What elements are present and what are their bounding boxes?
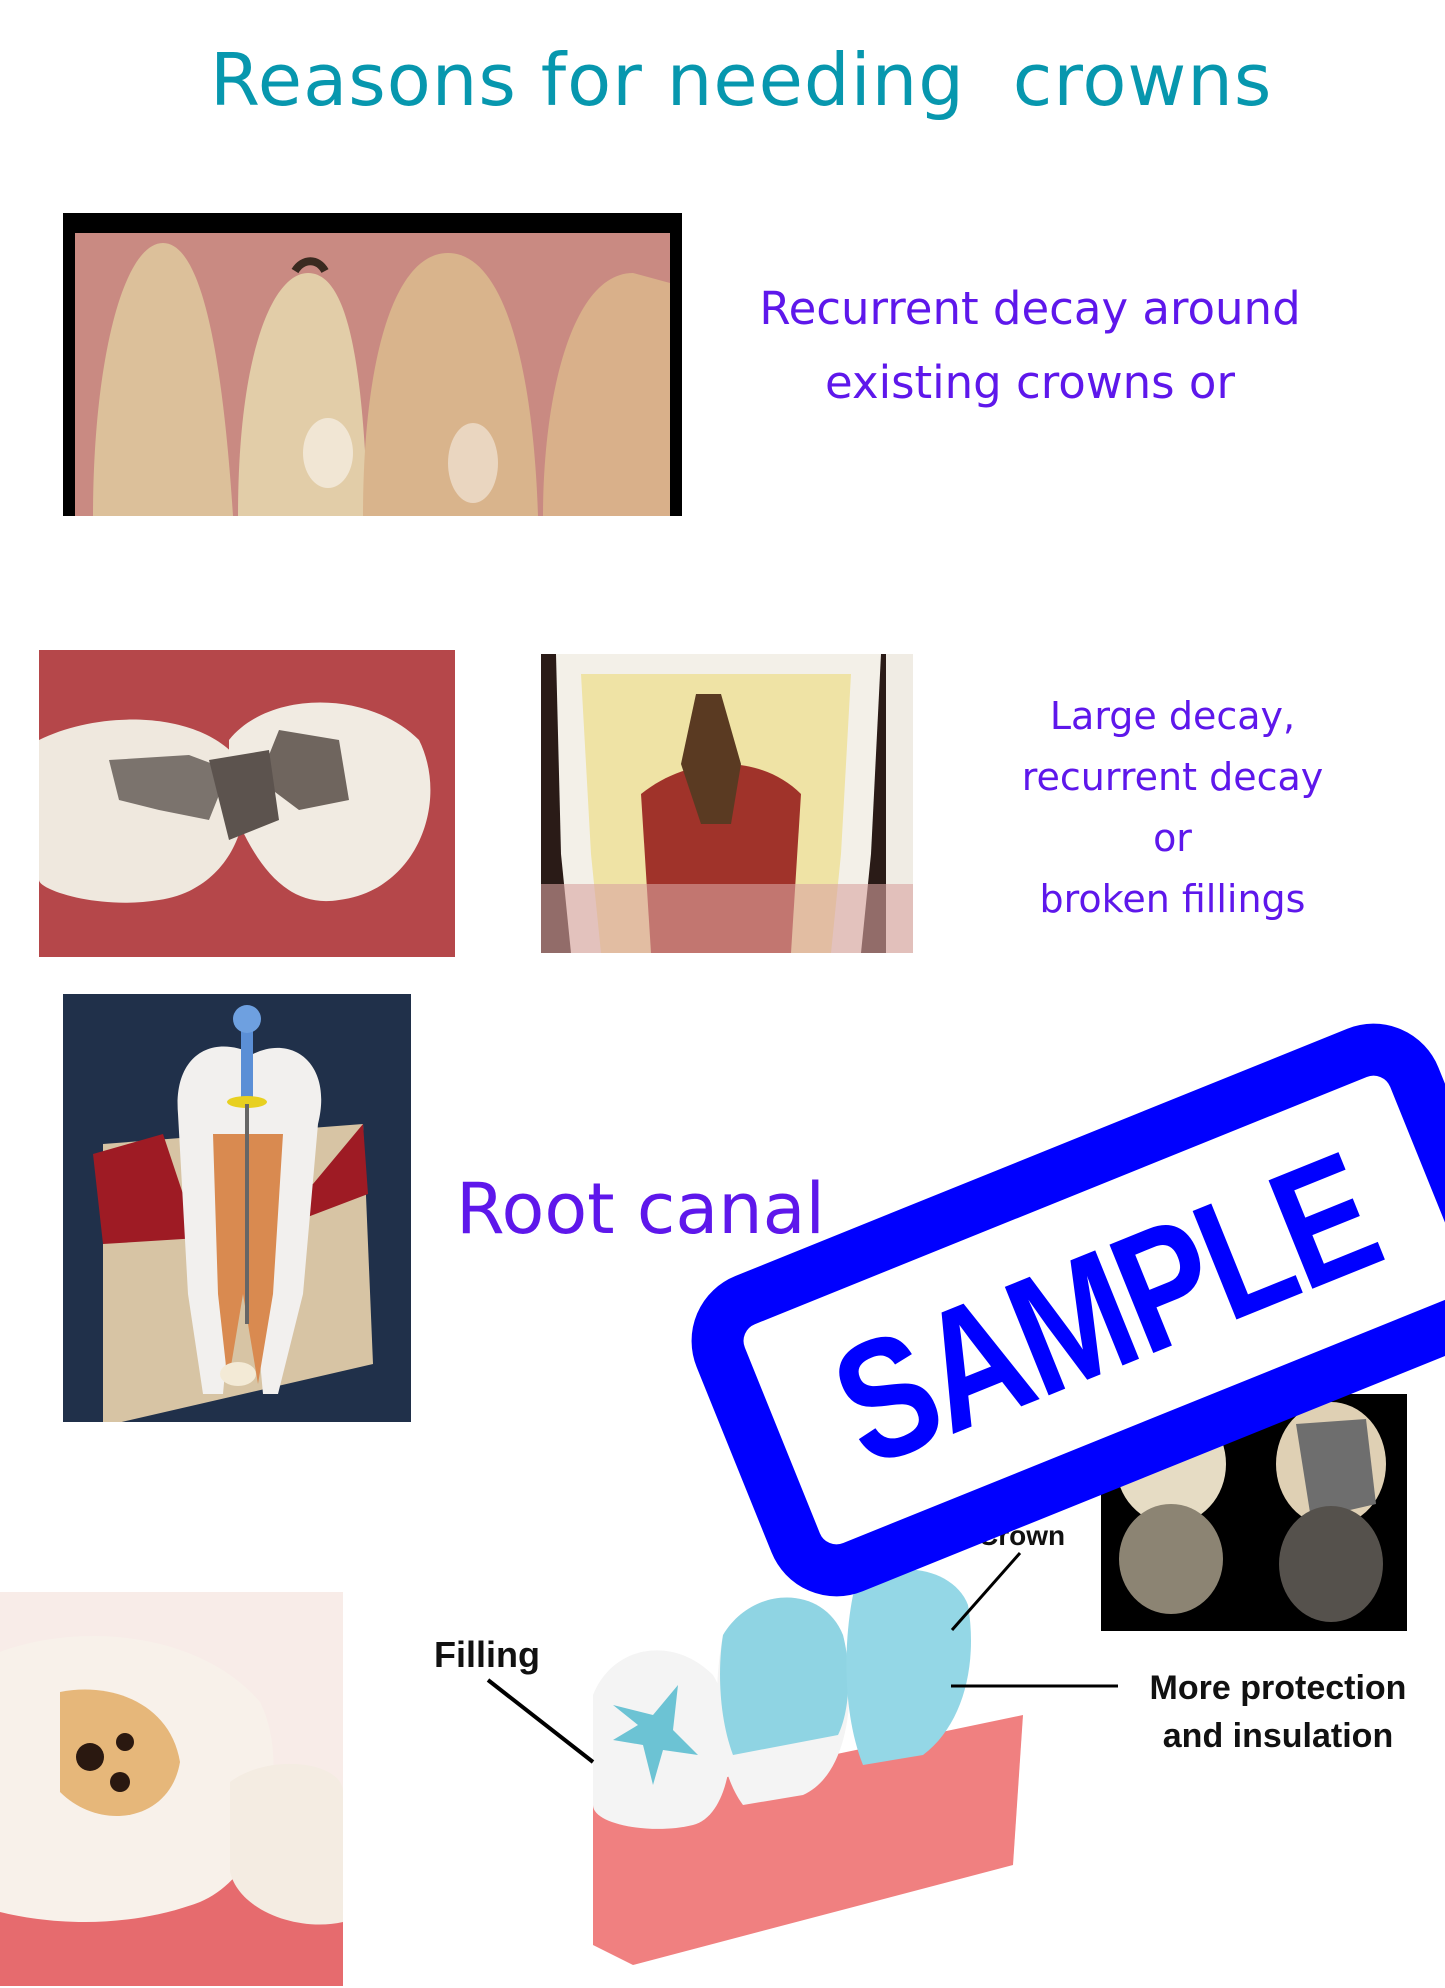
text-line: and insulation [1162,1717,1394,1755]
protection-label: More protection and insulation [1128,1664,1428,1760]
page-title: Reasons for needing crowns [210,38,1273,122]
text-line: Large decay, [1049,694,1296,738]
reason-root-canal: Root canal [456,1168,825,1250]
text-line: recurrent decay [1021,755,1324,799]
reason-recurrent-decay: Recurrent decay around existing crowns o… [700,272,1360,420]
text-line: or [1153,816,1192,860]
decayed-molar-photo [0,1592,343,1986]
text-line: More protection [1149,1669,1407,1707]
reason-large-decay: Large decay, recurrent decay or broken f… [960,686,1385,930]
filling-label: Filling [434,1634,540,1675]
filling-vs-crown-diagram [593,1565,1033,1965]
crown-decay-photo [63,213,682,516]
root-canal-illustration [63,994,411,1422]
filling-leader-line [486,1678,595,1764]
broken-fillings-photo [39,650,455,957]
text-line: existing crowns or [825,356,1235,409]
tooth-cross-section-diagram [541,654,913,953]
crowns-photo [1101,1394,1407,1631]
text-line: broken fillings [1039,877,1306,921]
text-line: Recurrent decay around [759,282,1301,335]
